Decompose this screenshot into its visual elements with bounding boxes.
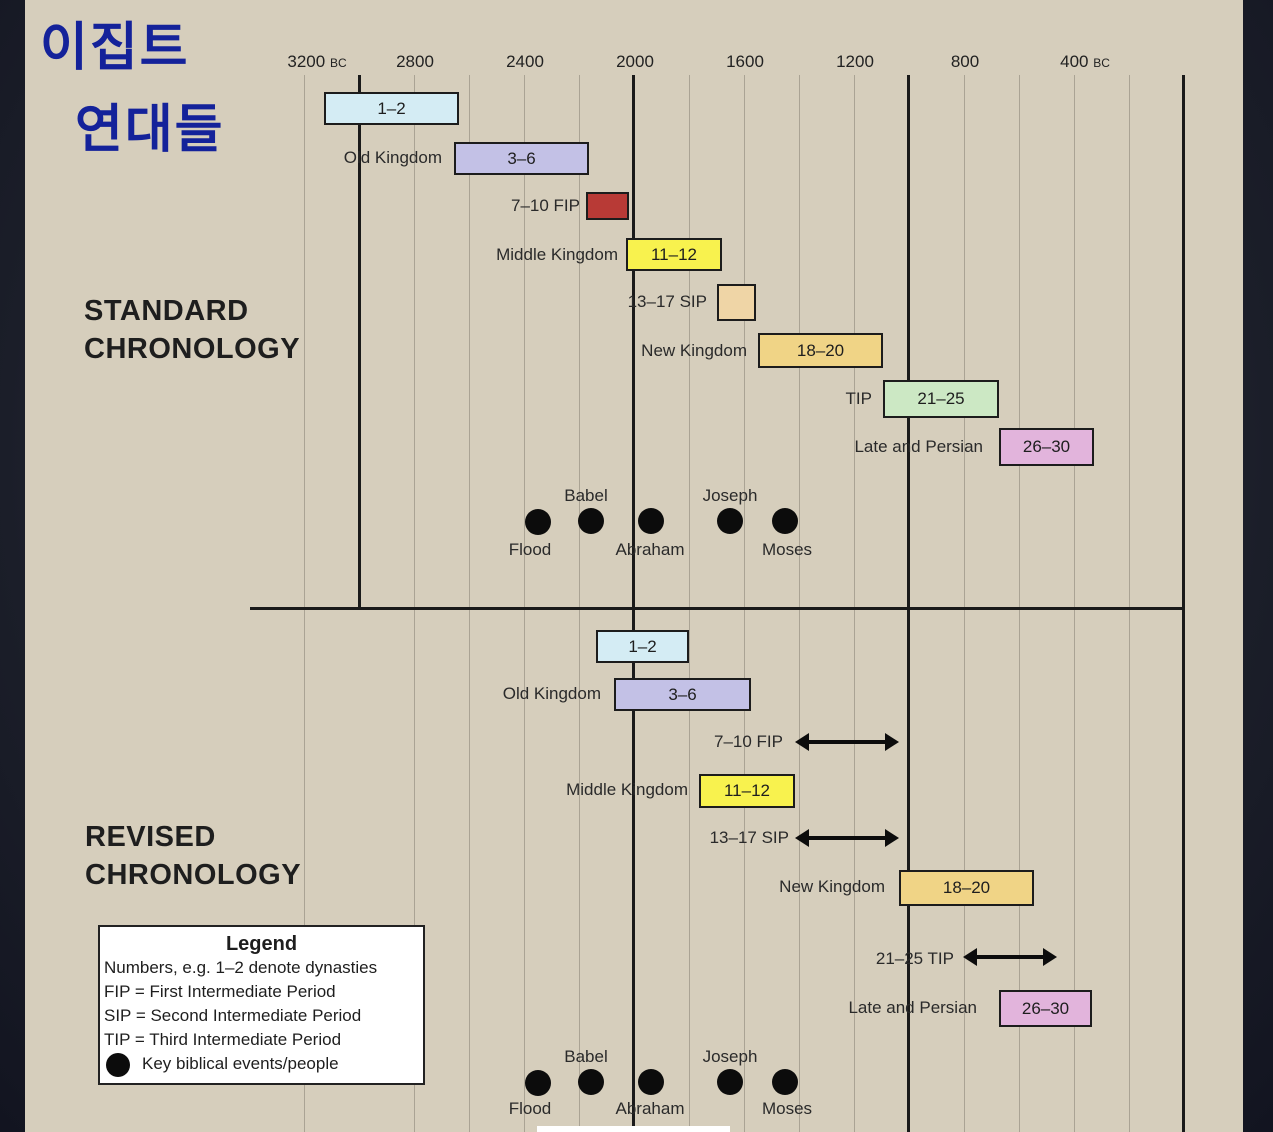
tip-range-arrow	[963, 948, 1057, 966]
slide-title-line2: 연대들	[75, 100, 225, 160]
period-box-fip	[586, 192, 629, 220]
slide-title-line1: 이집트	[40, 18, 190, 78]
dynasty-box-1-2: 1–2	[596, 630, 689, 663]
period-label-new-kingdom: New Kingdom	[641, 341, 747, 360]
dynasty-box-26-30: 26–30	[999, 990, 1092, 1027]
legend-title: Legend	[225, 933, 298, 955]
event-label-babel: Babel	[564, 486, 608, 505]
event-label-joseph: Joseph	[702, 1047, 758, 1066]
event-dot-abraham	[638, 508, 664, 534]
marker-line-3200bc	[358, 75, 361, 610]
event-label-abraham: Abraham	[615, 540, 685, 559]
legend-dot-icon	[106, 1052, 130, 1077]
axis-tick: 1600	[726, 52, 764, 71]
slide: 이집트 연대들 3200 BC 2800 2400 2000 1600 1200…	[25, 0, 1243, 1132]
period-label-fip: 7–10 FIP	[511, 196, 580, 215]
event-label-babel: Babel	[564, 1047, 608, 1066]
axis-tick: 2000	[616, 52, 654, 71]
dynasty-box-26-30: 26–30	[999, 428, 1094, 466]
marker-line-900bc	[907, 75, 910, 1132]
dynasty-box-1-2: 1–2	[324, 92, 459, 125]
event-dot-moses	[772, 1069, 798, 1095]
legend-item-dot: Key biblical events/people	[100, 1052, 423, 1077]
legend-box: Legend Numbers, e.g. 1–2 denote dynastie…	[98, 925, 425, 1085]
axis-tick: 2800	[396, 52, 434, 71]
event-dot-abraham	[638, 1069, 664, 1095]
axis-tick: 800	[950, 52, 980, 71]
period-label-old-kingdom: Old Kingdom	[343, 148, 442, 167]
bottom-overlay	[537, 1126, 730, 1132]
event-dot-babel	[578, 1069, 604, 1095]
legend-item: FIP = First Intermediate Period	[104, 982, 336, 1001]
fip-range-arrow	[795, 733, 899, 751]
dynasty-box-18-20: 18–20	[758, 333, 883, 368]
event-dot-flood	[525, 1070, 551, 1096]
revised-chronology-heading: REVISED CHRONOLOGY	[85, 821, 302, 891]
dynasty-box-3-6: 3–6	[454, 142, 589, 175]
standard-chronology-heading: STANDARD CHRONOLOGY	[84, 295, 301, 365]
marker-line-2000bc	[632, 75, 635, 1132]
event-dot-babel	[578, 508, 604, 534]
legend-item: TIP = Third Intermediate Period	[104, 1030, 342, 1049]
period-label-sip: 13–17 SIP	[709, 828, 789, 847]
legend-item: Numbers, e.g. 1–2 denote dynasties	[104, 958, 378, 977]
event-label-abraham: Abraham	[615, 1099, 685, 1118]
dynasty-box-21-25: 21–25	[883, 380, 999, 418]
period-label-late-persian: Late and Persian	[848, 998, 977, 1017]
axis-tick: 400 BC	[1060, 52, 1110, 71]
event-dot-joseph	[717, 508, 743, 534]
period-label-late-persian: Late and Persian	[854, 437, 983, 456]
section-divider	[250, 607, 1185, 610]
axis-tick: 3200 BC	[287, 52, 347, 71]
legend-item: SIP = Second Intermediate Period	[104, 1006, 362, 1025]
dynasty-box-11-12: 11–12	[699, 774, 795, 808]
period-box-sip	[717, 284, 756, 321]
axis-tick: 1200	[836, 52, 874, 71]
period-label-old-kingdom: Old Kingdom	[502, 684, 601, 703]
event-label-flood: Flood	[508, 1099, 552, 1118]
marker-line-end	[1182, 75, 1185, 1132]
sip-range-arrow	[795, 829, 899, 847]
axis-tick: 2400	[506, 52, 544, 71]
event-dot-flood	[525, 509, 551, 535]
event-label-joseph: Joseph	[702, 486, 758, 505]
dynasty-box-11-12: 11–12	[626, 238, 722, 271]
event-label-moses: Moses	[761, 540, 813, 559]
period-label-sip: 13–17 SIP	[627, 292, 707, 311]
period-label-middle-kingdom: Middle Kingdom	[496, 245, 618, 264]
period-label-new-kingdom: New Kingdom	[779, 877, 885, 896]
event-dot-moses	[772, 508, 798, 534]
period-label-tip: TIP	[845, 389, 872, 408]
dynasty-box-18-20: 18–20	[899, 870, 1034, 906]
event-label-moses: Moses	[761, 1099, 813, 1118]
period-label-fip: 7–10 FIP	[714, 732, 783, 751]
period-label-tip: 21–25 TIP	[875, 949, 954, 968]
period-label-middle-kingdom: Middle Kingdom	[566, 780, 688, 799]
event-dot-joseph	[717, 1069, 743, 1095]
event-label-flood: Flood	[508, 540, 552, 559]
dynasty-box-3-6: 3–6	[614, 678, 751, 711]
